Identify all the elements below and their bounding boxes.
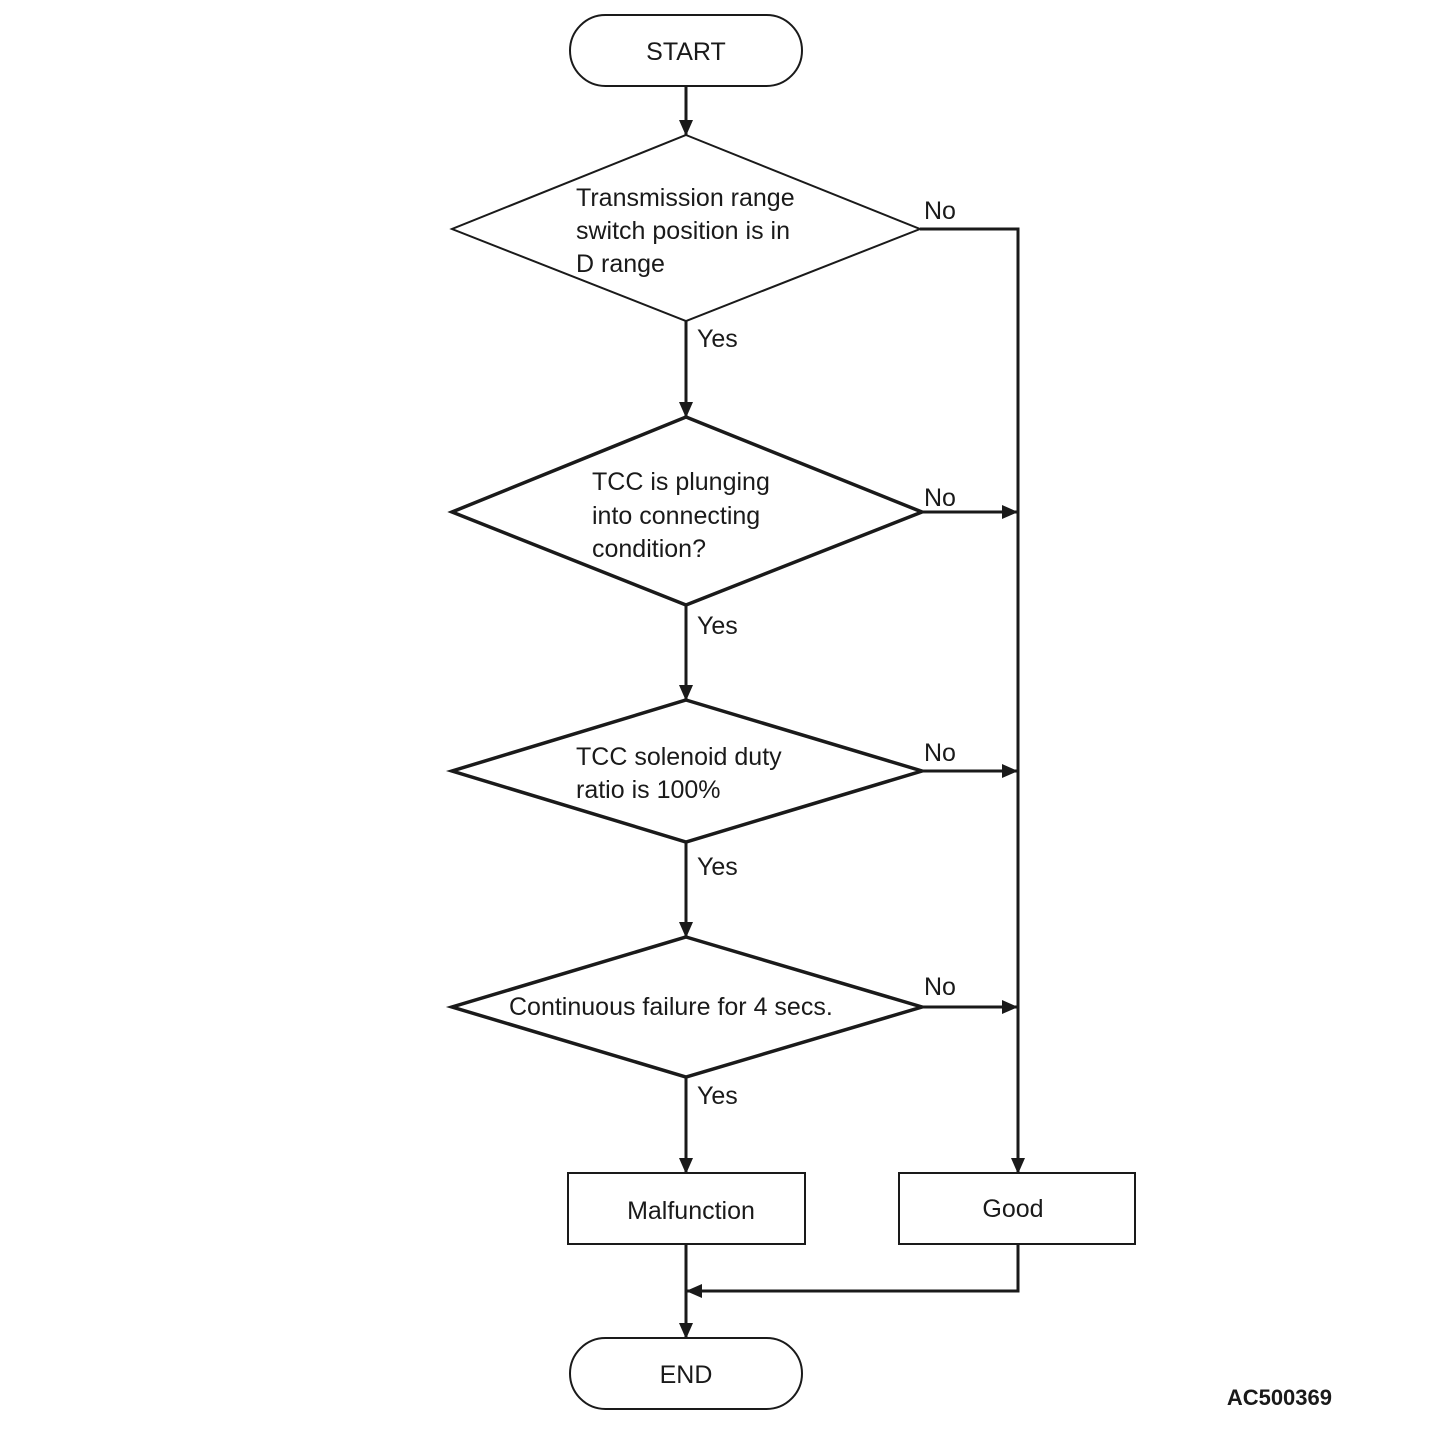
decision-1-no-label: No <box>924 197 956 225</box>
end-terminal: END <box>569 1337 803 1410</box>
good-label: Good <box>982 1195 1043 1223</box>
figure-code: AC500369 <box>1227 1385 1332 1410</box>
decision-3-yes-label: Yes <box>697 853 738 881</box>
decision-3-text: TCC solenoid duty ratio is 100% <box>576 743 789 804</box>
decision-1-yes-label: Yes <box>697 325 738 353</box>
malfunction-label: Malfunction <box>627 1197 755 1225</box>
decision-1-text: Transmission range switch position is in… <box>576 184 802 278</box>
decision-4: Continuous failure for 4 secs. No Yes <box>445 935 956 1110</box>
connector-decision-1-no <box>920 227 1025 1174</box>
connector-good-to-end <box>686 1244 1020 1298</box>
decision-4-yes-label: Yes <box>697 1082 738 1110</box>
end-label: END <box>660 1361 713 1389</box>
decision-4-no-label: No <box>924 973 956 1001</box>
start-label: START <box>646 38 726 66</box>
decision-3-no-label: No <box>924 739 956 767</box>
malfunction-box: Malfunction <box>567 1172 806 1245</box>
decision-2: TCC is plunging into connecting conditio… <box>447 415 956 640</box>
decision-1: Transmission range switch position is in… <box>449 133 956 353</box>
decision-2-yes-label: Yes <box>697 612 738 640</box>
start-terminal: START <box>569 14 803 87</box>
decision-2-no-label: No <box>924 484 956 512</box>
decision-4-text: Continuous failure for 4 secs. <box>509 993 833 1021</box>
decision-3: TCC solenoid duty ratio is 100% No Yes <box>445 698 956 881</box>
good-box: Good <box>898 1172 1136 1245</box>
decision-2-text: TCC is plunging into connecting conditio… <box>592 468 777 563</box>
